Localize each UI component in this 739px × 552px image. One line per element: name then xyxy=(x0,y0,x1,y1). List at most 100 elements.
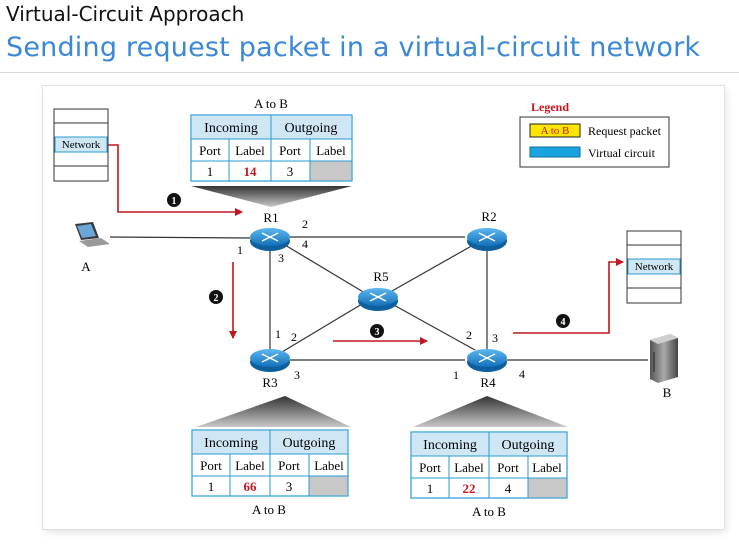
table-r3-out-port: 3 xyxy=(286,479,293,494)
link-r3-r5 xyxy=(281,303,363,353)
request-path xyxy=(108,144,624,345)
slide-title: Virtual-Circuit Approach xyxy=(6,2,245,26)
table-r3: Incoming Outgoing Port Label Port Label … xyxy=(191,396,351,517)
table-r4-incoming: Incoming xyxy=(423,438,477,453)
table-r1-incoming: Incoming xyxy=(204,121,258,136)
table-r3-col-label-out: Label xyxy=(314,458,344,473)
router-icon xyxy=(261,353,279,363)
table-r1-col-port-in: Port xyxy=(199,143,221,158)
r3-label: R3 xyxy=(262,375,277,390)
r1-port-3: 3 xyxy=(278,251,284,265)
table-r4-col-label-out: Label xyxy=(532,460,562,475)
r1-port-4: 4 xyxy=(302,237,308,251)
router-r3 xyxy=(250,349,290,372)
node-b-label: B xyxy=(663,385,672,400)
table-r4-col-port-out: Port xyxy=(497,460,519,475)
step-1-text: 1 xyxy=(172,196,177,207)
table-r1: A to B Incoming Outgoing Port Label Port… xyxy=(190,96,353,207)
table-r1-out-port: 3 xyxy=(287,164,294,179)
legend: Legend A to B Request packet Virtual cir… xyxy=(519,100,670,168)
r3-port-2: 2 xyxy=(291,330,297,344)
table-r3-outgoing: Outgoing xyxy=(283,436,336,451)
table-r4-caption: A to B xyxy=(472,504,506,519)
r3-port-3: 3 xyxy=(294,368,300,382)
table-r3-col-port-in: Port xyxy=(200,458,222,473)
r1-port-2: 2 xyxy=(302,217,308,231)
table-r1-pointer xyxy=(191,186,352,207)
router-r1 xyxy=(250,228,290,251)
link-a-r1 xyxy=(109,236,251,239)
server-icon xyxy=(650,334,678,383)
table-r1-in-label: 14 xyxy=(244,164,258,179)
table-r4-col-label-in: Label xyxy=(454,460,484,475)
table-r3-pointer xyxy=(196,396,351,427)
step-4-marker xyxy=(556,314,570,328)
table-r4-outgoing: Outgoing xyxy=(502,438,555,453)
table-r4-out-port: 4 xyxy=(505,481,512,496)
slide-subtitle: Sending request packet in a virtual-circ… xyxy=(6,32,701,63)
title-divider xyxy=(0,72,739,73)
legend-request-chip xyxy=(529,123,581,138)
table-r4-in-port: 1 xyxy=(427,481,434,496)
table-r4-in-label: 22 xyxy=(463,481,476,496)
link-r2-r5 xyxy=(391,243,476,292)
legend-request-chip-text: A to B xyxy=(541,125,570,137)
table-r1-caption: A to B xyxy=(254,96,288,111)
step-3-marker xyxy=(370,324,384,338)
step-2-text: 2 xyxy=(214,293,219,304)
port-numbers: 1 2 3 4 1 2 3 1 2 3 4 xyxy=(237,217,525,382)
r2-label: R2 xyxy=(481,209,496,224)
table-r4-col-port-in: Port xyxy=(419,460,441,475)
router-icon xyxy=(478,232,496,242)
arrow-step-4 xyxy=(513,258,624,334)
legend-request-label: Request packet xyxy=(588,124,662,138)
router-r4 xyxy=(467,349,507,372)
table-r1-col-label-out: Label xyxy=(316,143,346,158)
r1-label: R1 xyxy=(263,210,278,225)
router-icon xyxy=(478,353,496,363)
network-layer-right: Network xyxy=(635,261,674,273)
step-2-marker xyxy=(209,290,223,304)
table-r4-pointer xyxy=(413,396,568,427)
r4-label: R4 xyxy=(480,375,496,390)
table-r4: Incoming Outgoing Port Label Port Label … xyxy=(410,396,568,519)
router-icon xyxy=(369,292,387,302)
router-icon xyxy=(261,232,279,242)
legend-circuit-swatch xyxy=(529,146,581,158)
table-r3-col-port-out: Port xyxy=(278,458,300,473)
table-r1-in-port: 1 xyxy=(207,164,214,179)
r4-port-3: 3 xyxy=(492,331,498,345)
step-markers: 1 2 3 4 xyxy=(167,193,570,338)
table-r1-col-label-in: Label xyxy=(235,143,265,158)
step-4-text: 4 xyxy=(561,317,566,328)
r3-port-1: 1 xyxy=(275,327,281,341)
r4-port-2: 2 xyxy=(466,328,472,342)
router-r5 xyxy=(358,288,398,311)
step-3-text: 3 xyxy=(375,327,380,338)
table-r3-in-port: 1 xyxy=(208,479,215,494)
r1-port-1: 1 xyxy=(237,243,243,257)
link-r1-r5 xyxy=(284,244,366,294)
router-r2 xyxy=(467,228,507,251)
table-r3-caption: A to B xyxy=(252,502,286,517)
arrow-step-1 xyxy=(108,144,243,216)
network-layer-left: Network xyxy=(62,139,101,151)
legend-title: Legend xyxy=(531,100,569,114)
table-r3-in-label: 66 xyxy=(244,479,258,494)
r4-port-1: 1 xyxy=(453,368,459,382)
table-r1-outgoing: Outgoing xyxy=(285,121,338,136)
legend-circuit-label: Virtual circuit xyxy=(588,146,656,160)
link-r4-r5 xyxy=(391,303,476,351)
r4-port-4: 4 xyxy=(519,367,525,381)
network-stack-right: Network xyxy=(626,230,682,304)
table-r3-col-label-in: Label xyxy=(235,458,265,473)
table-r1-col-port-out: Port xyxy=(279,143,301,158)
r5-label: R5 xyxy=(373,269,388,284)
links xyxy=(109,236,648,361)
laptop-icon xyxy=(75,222,110,247)
table-r3-incoming: Incoming xyxy=(204,436,258,451)
step-1-marker xyxy=(167,193,181,207)
node-a-label: A xyxy=(81,259,91,274)
network-stack-left: Network xyxy=(53,108,109,182)
